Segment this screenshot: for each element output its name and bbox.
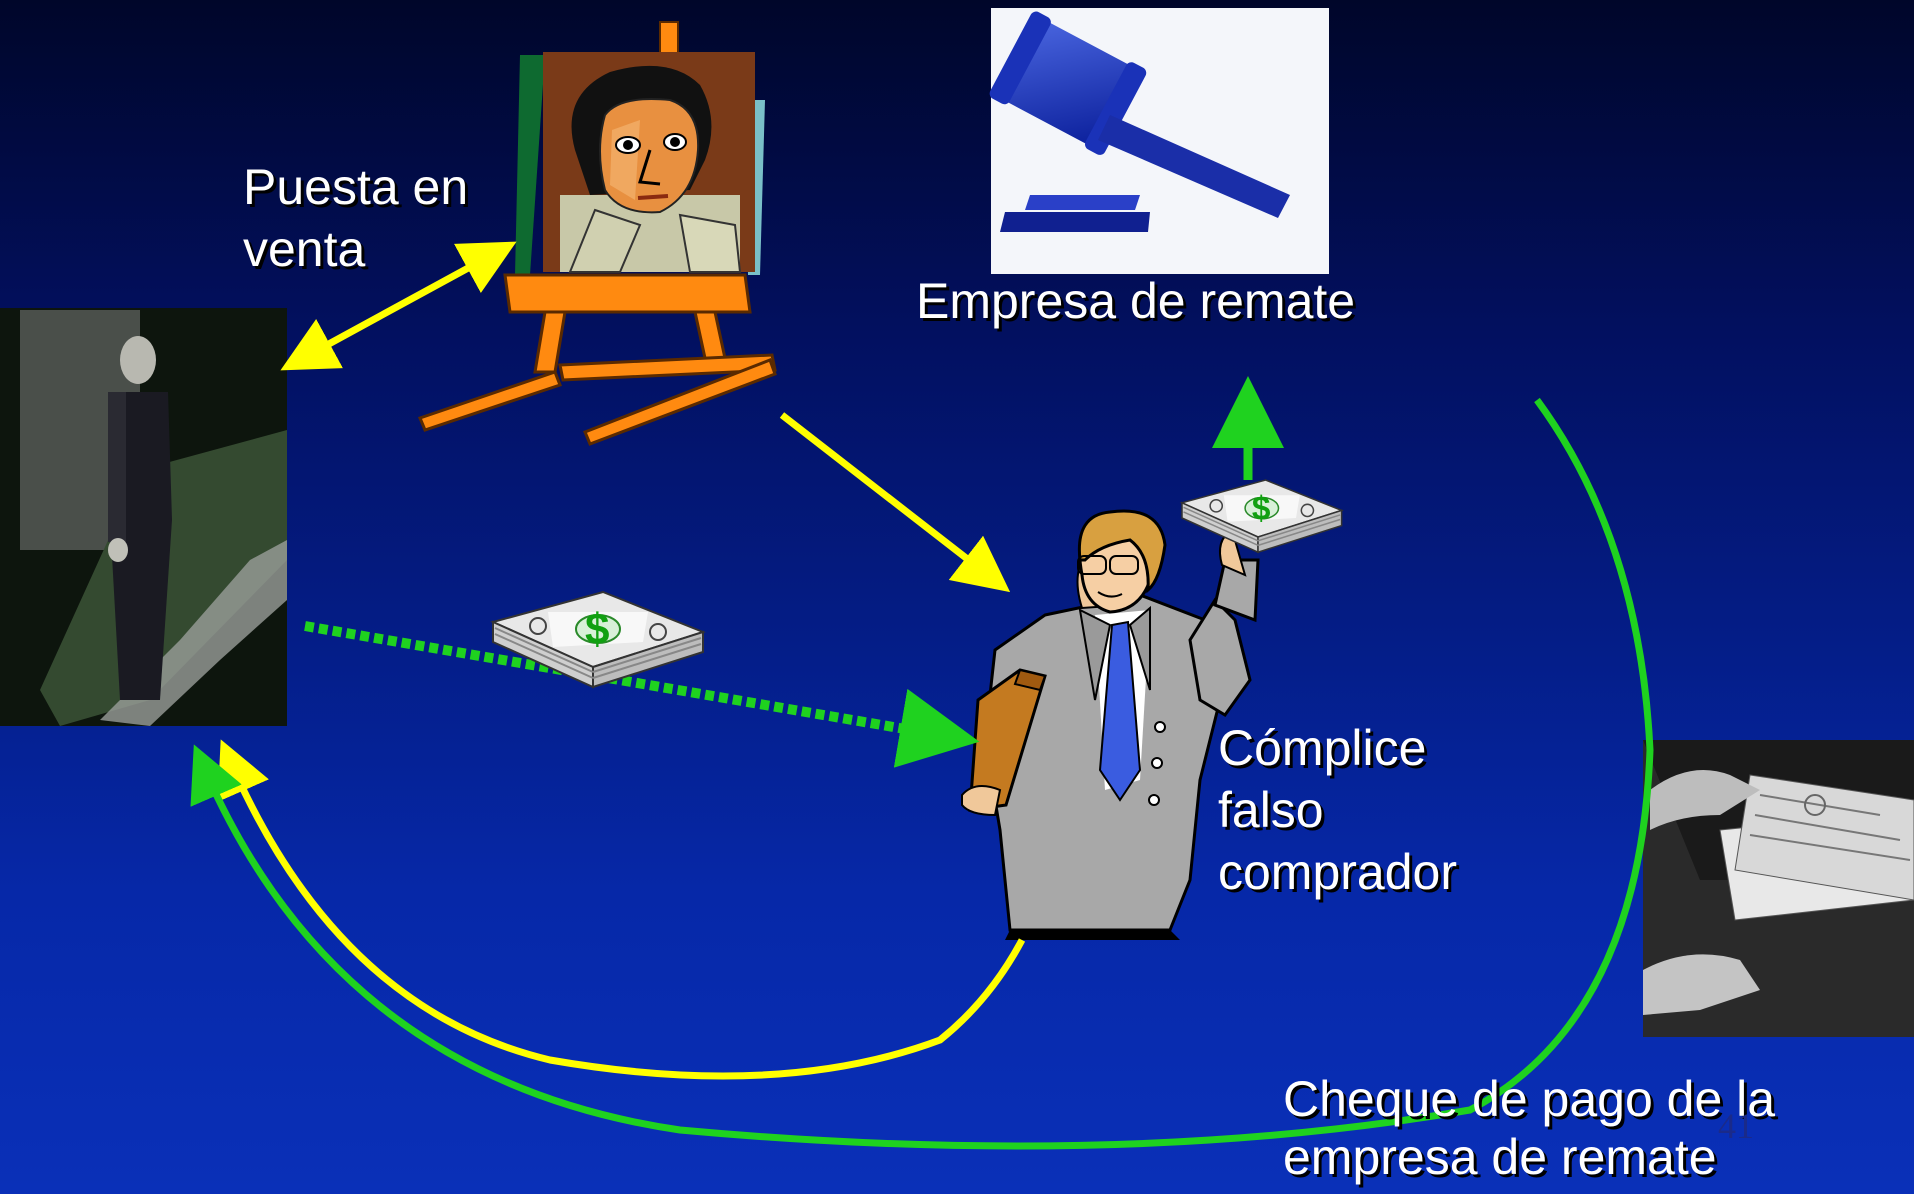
- label-complice-line1: Cómplice: [1218, 720, 1427, 776]
- money-stack-transfer: [492, 591, 704, 688]
- label-puesta-line1: Puesta en: [243, 159, 469, 215]
- label-complice-line2: falso: [1218, 782, 1324, 838]
- label-cheque-line2: empresa de remate: [1283, 1129, 1717, 1185]
- arrow-cheque-to-owner-green: [190, 397, 1654, 1150]
- label-puesta-en-venta: Puesta en venta: [243, 156, 468, 280]
- label-empresa-de-remate: Empresa de remate: [916, 273, 1356, 329]
- arrow-accomplice-to-owner-yellow: [217, 739, 1026, 1080]
- label-cheque-line1: Cheque de pago de la: [1283, 1071, 1776, 1127]
- label-cheque-de-pago: Cheque de pago de la empresa de remate: [1283, 1070, 1775, 1186]
- arrow-money-owner-to-accomplice: [304, 621, 980, 768]
- arrow-owner-to-easel: [280, 241, 517, 371]
- check-envelope-photo: [1643, 740, 1914, 1037]
- owner-photo: [0, 308, 287, 726]
- auction-gavel: [989, 8, 1329, 274]
- arrow-easel-to-accomplice: [779, 412, 1011, 593]
- label-complice-falso-comprador: Cómplice falso comprador: [1218, 717, 1457, 903]
- businessman-accomplice: [961, 509, 1260, 940]
- label-puesta-line2: venta: [243, 221, 366, 277]
- label-complice-line3: comprador: [1218, 844, 1457, 900]
- page-number: 41: [1718, 1106, 1754, 1146]
- money-stack-held: [1181, 479, 1343, 553]
- picasso-portrait-on-easel: [417, 21, 777, 446]
